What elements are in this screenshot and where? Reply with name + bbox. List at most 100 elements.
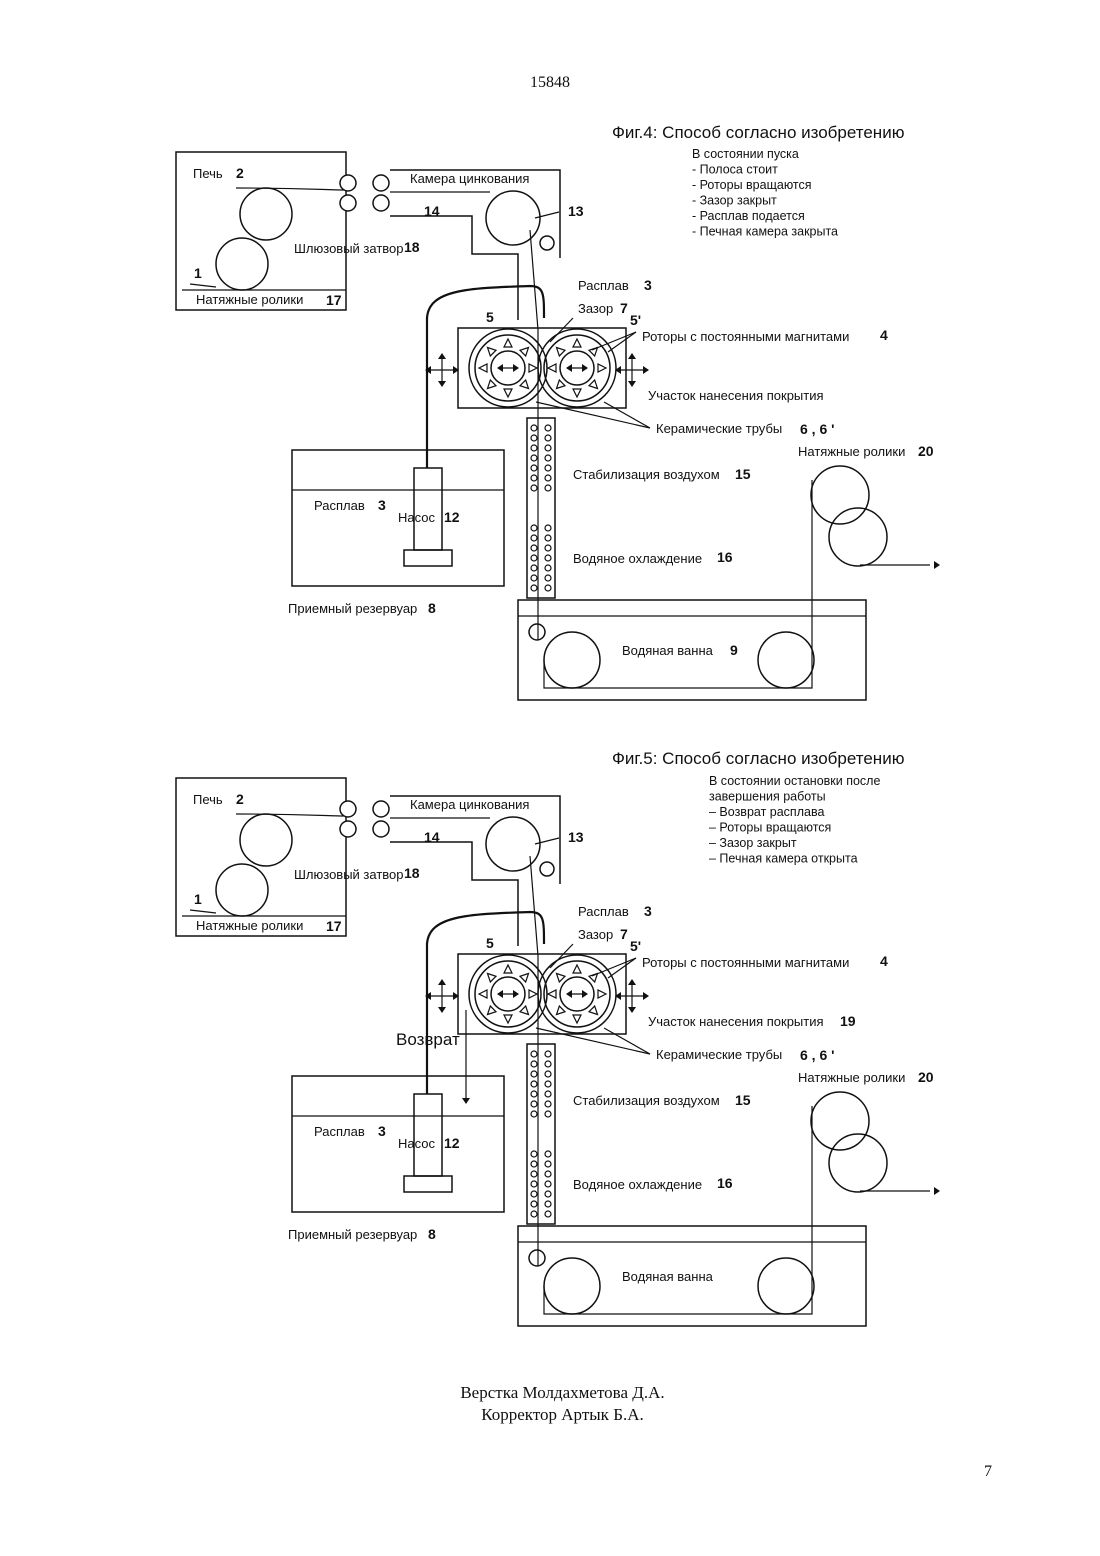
- lock-roller: [340, 821, 356, 837]
- tension-rolls-20-number: 20: [918, 1069, 934, 1085]
- guide-roll: [540, 862, 554, 876]
- lock-label: Шлюзовый затвор: [294, 241, 404, 256]
- ceramic-tubes-number: 6 , 6 ': [800, 1047, 834, 1063]
- water-cooling-label: Водяное охлаждение: [573, 551, 702, 566]
- guide-roll: [540, 236, 554, 250]
- furnace-roll-lower: [216, 238, 268, 290]
- water-cooling-number: 16: [717, 1175, 733, 1191]
- tension-rolls-20-label: Натяжные ролики: [798, 1070, 905, 1085]
- coating-number: 19: [840, 1013, 856, 1029]
- coating-box: [458, 954, 626, 1034]
- state-line: – Печная камера открыта: [709, 852, 858, 866]
- rotor-right: [538, 955, 616, 1033]
- deflector-roll-number: 13: [568, 829, 584, 845]
- bath-roll-left: [544, 1258, 600, 1314]
- furnace-label: Печь: [193, 792, 223, 807]
- air-stabilization-label: Стабилизация воздухом: [573, 1093, 720, 1108]
- figure-title: Фиг.5: Способ согласно изобретению: [612, 749, 905, 768]
- rotor-number-5: 5: [486, 935, 494, 951]
- furnace-label: Печь: [193, 166, 223, 181]
- tension-rolls-20-number: 20: [918, 443, 934, 459]
- rotors-number: 4: [880, 953, 888, 969]
- cooling-column: [527, 418, 555, 598]
- lock-roller: [340, 195, 356, 211]
- gap-label: Зазор: [578, 301, 613, 316]
- water-bath-label: Водяная ванна: [622, 643, 714, 658]
- furnace-roll-upper: [240, 814, 292, 866]
- pump-body: [414, 1094, 442, 1176]
- rotor-left: [469, 955, 547, 1033]
- chamber-number-14: 14: [424, 829, 440, 845]
- water-cooling-label: Водяное охлаждение: [573, 1177, 702, 1192]
- lock-roller: [373, 175, 389, 191]
- exit-roll-upper: [811, 1092, 869, 1150]
- air-stabilization-number: 15: [735, 1092, 751, 1108]
- state-line: – Зазор закрыт: [709, 836, 797, 850]
- pump-label: Насос: [398, 510, 435, 525]
- zinc-chamber-label: Камера цинкования: [410, 797, 529, 812]
- bath-guide-roll: [529, 624, 545, 640]
- figure-title: Фиг.4: Способ согласно изобретению: [612, 123, 905, 142]
- pump-label: Насос: [398, 1136, 435, 1151]
- furnace-number: 2: [236, 791, 244, 807]
- ceramic-tubes-label: Керамические трубы: [656, 1047, 782, 1062]
- rotor-right: [538, 329, 616, 407]
- strip-path: [390, 192, 538, 640]
- strip-number: 1: [194, 265, 202, 281]
- exit-roll-lower: [829, 508, 887, 566]
- tension-rolls-17-label: Натяжные ролики: [196, 292, 303, 307]
- rotor-number-5p: 5': [630, 312, 641, 328]
- bath-roll-right: [758, 632, 814, 688]
- bath-guide-roll: [529, 1250, 545, 1266]
- credit-proofreader: Корректор Артык Б.А.: [0, 1405, 1100, 1425]
- lock-roller: [340, 175, 356, 191]
- strip-number: 1: [194, 891, 202, 907]
- state-line: - Полоса стоит: [692, 163, 778, 177]
- water-bath-label: Водяная ванна: [622, 1269, 714, 1284]
- figure-5: Фиг.5: Способ согласно изобретениюВ сост…: [176, 749, 940, 1326]
- melt-label: Расплав: [578, 278, 629, 293]
- lock-number: 18: [404, 239, 420, 255]
- air-stabilization-number: 15: [735, 466, 751, 482]
- figure-4: Фиг.4: Способ согласно изобретениюВ сост…: [176, 123, 940, 700]
- state-line: - Зазор закрыт: [692, 194, 777, 208]
- ceramic-tubes-number: 6 , 6 ': [800, 421, 834, 437]
- coating-label: Участок нанесения покрытия: [648, 388, 824, 403]
- state-line: – Роторы вращаются: [709, 821, 831, 835]
- lock-roller: [373, 821, 389, 837]
- tank-melt-number: 3: [378, 1123, 386, 1139]
- state-line: - Расплав подается: [692, 209, 805, 223]
- cooling-column: [527, 1044, 555, 1224]
- reservoir-label: Приемный резервуар: [288, 1227, 417, 1242]
- pump-body: [414, 468, 442, 550]
- tank-melt-label: Расплав: [314, 1124, 365, 1139]
- lock-roller: [373, 195, 389, 211]
- rotor-number-5p: 5': [630, 938, 641, 954]
- lock-roller: [340, 801, 356, 817]
- exit-roll-lower: [829, 1134, 887, 1192]
- pump-number: 12: [444, 509, 460, 525]
- zinc-chamber-label: Камера цинкования: [410, 171, 529, 186]
- lock-roller: [373, 801, 389, 817]
- melt-number: 3: [644, 277, 652, 293]
- furnace-number: 2: [236, 165, 244, 181]
- state-line: - Печная камера закрыта: [692, 225, 838, 239]
- gap-label: Зазор: [578, 927, 613, 942]
- rotors-number: 4: [880, 327, 888, 343]
- lock-label: Шлюзовый затвор: [294, 867, 404, 882]
- bath-roll-right: [758, 1258, 814, 1314]
- melt-label: Расплав: [578, 904, 629, 919]
- gap-number: 7: [620, 300, 628, 316]
- return-label: Возврат: [396, 1030, 460, 1049]
- credit-layout: Верстка Молдахметова Д.А.: [0, 1383, 1100, 1403]
- reservoir-label: Приемный резервуар: [288, 601, 417, 616]
- air-stabilization-label: Стабилизация воздухом: [573, 467, 720, 482]
- tank-melt-label: Расплав: [314, 498, 365, 513]
- rotors-label: Роторы с постоянными магнитами: [642, 329, 849, 344]
- gap-number: 7: [620, 926, 628, 942]
- reservoir-number: 8: [428, 600, 436, 616]
- deflector-roll: [486, 817, 540, 871]
- tension-rolls-17-number: 17: [326, 918, 342, 934]
- lock-number: 18: [404, 865, 420, 881]
